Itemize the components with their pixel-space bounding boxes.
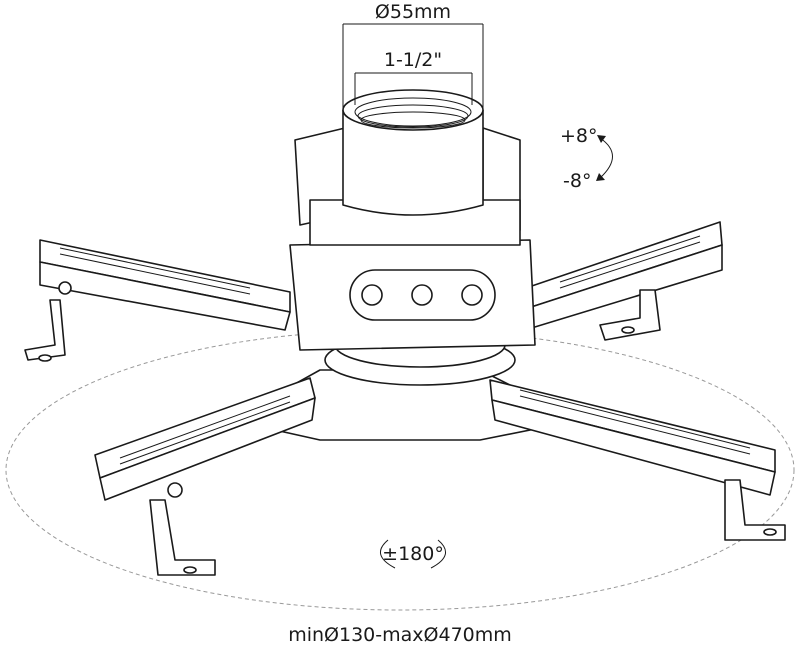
rotation-arrow-icon xyxy=(380,539,446,569)
arm-bottom-right xyxy=(489,379,786,541)
tilt-arrowhead-bottom xyxy=(596,173,605,181)
thread-size-label: 1-1/2" xyxy=(384,49,442,71)
threaded-pipe-socket xyxy=(342,89,484,216)
range-label: minØ130-maxØ470mm xyxy=(288,624,512,646)
outer-diameter-dimension xyxy=(342,23,484,110)
rotation-label: ±180° xyxy=(382,543,444,565)
tilt-up-label: +8° xyxy=(560,125,598,147)
arm-bottom-left xyxy=(94,377,316,576)
arm-top-left xyxy=(24,239,291,362)
tilt-down-label: -8° xyxy=(563,170,591,192)
adjustment-range-ellipse xyxy=(5,329,795,611)
outer-diameter-label: Ø55mm xyxy=(375,1,451,23)
thread-size-dimension xyxy=(354,72,473,105)
tilt-head xyxy=(289,127,536,351)
arm-top-right xyxy=(519,221,723,341)
tilt-arrow-icon xyxy=(599,137,613,179)
tilt-arrowhead-top xyxy=(597,135,606,143)
